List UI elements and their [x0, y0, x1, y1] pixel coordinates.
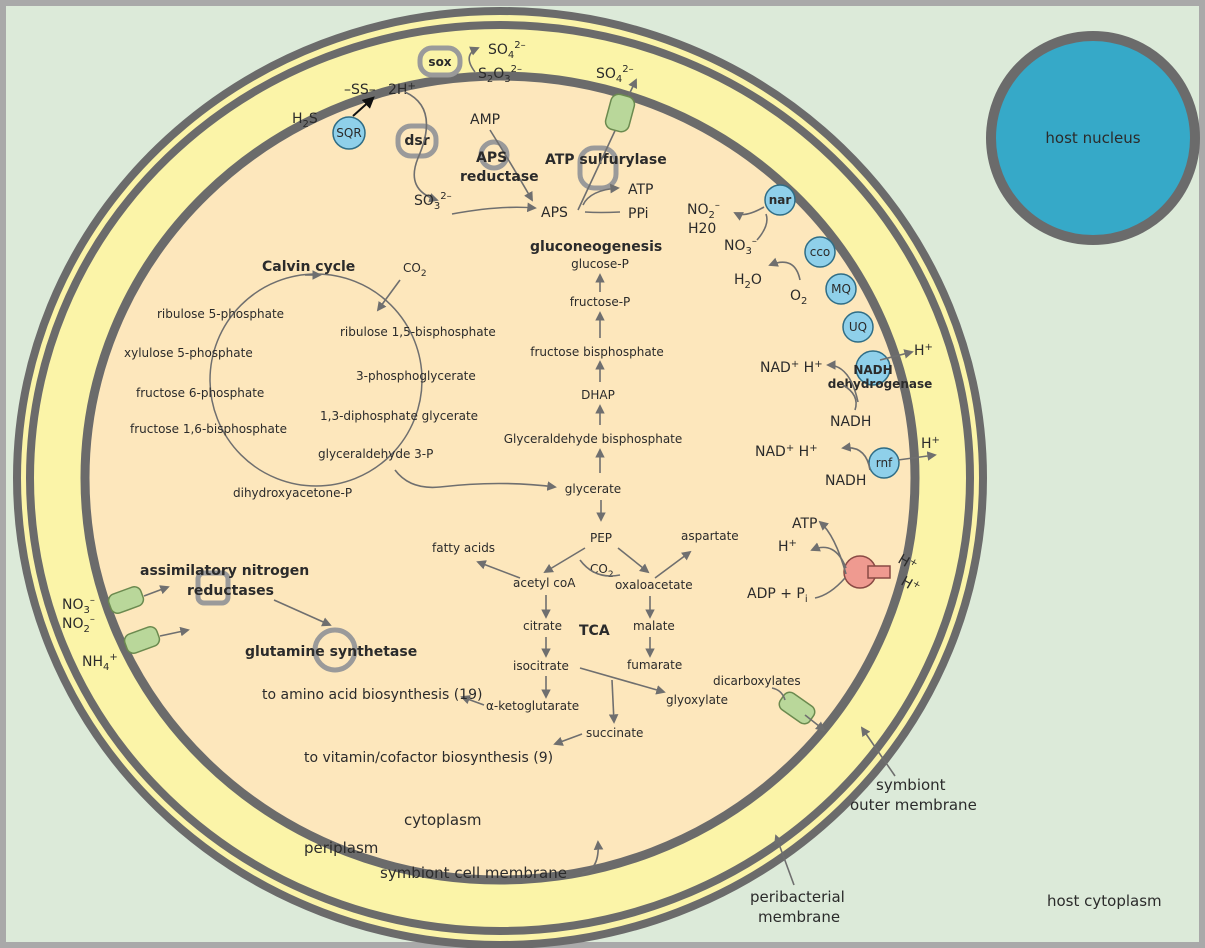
- tca-title: TCA: [579, 623, 610, 639]
- aspartate-label: aspartate: [681, 529, 739, 543]
- adp-pi-label: ADP + Pi: [747, 586, 808, 605]
- sox-enzyme: [417, 45, 463, 78]
- succinate-label: succinate: [586, 726, 643, 740]
- uq-label: UQ: [849, 320, 867, 334]
- nar-label: nar: [769, 193, 792, 207]
- nitrate-transporter: [107, 586, 145, 614]
- nh4-label: NH4+: [82, 652, 118, 673]
- dsr-enzyme: [395, 123, 439, 159]
- acetyl-coa-label: acetyl coA: [513, 576, 576, 590]
- nar-enzyme: [764, 184, 796, 216]
- reductases-label-1: assimilatory nitrogen: [140, 563, 309, 579]
- cell-membrane-label: symbiont cell membrane: [380, 864, 567, 882]
- nadh-1-label: NADH: [830, 414, 871, 430]
- h2o-top-label: H20: [688, 221, 716, 237]
- periplasm-label: periplasm: [304, 839, 378, 857]
- sulfate-transporter: [604, 93, 636, 133]
- sox-label: sox: [428, 55, 451, 69]
- host-nucleus: [986, 31, 1200, 245]
- peribacterial-label-2: membrane: [758, 908, 840, 926]
- pep-label: PEP: [590, 531, 612, 545]
- cco-label: cco: [810, 245, 831, 259]
- calvin-item-3: 3-phosphoglycerate: [356, 369, 476, 383]
- atp-resp-label: ATP: [792, 516, 817, 532]
- calvin-item-5: 1,3-diphosphate glycerate: [320, 409, 478, 423]
- mq-label: MQ: [831, 282, 851, 296]
- outer-membrane-label-1: symbiont: [876, 776, 946, 794]
- aps-reductase-ring: [478, 139, 510, 171]
- calvin-item-0: ribulose 5-phosphate: [157, 307, 284, 321]
- host-nucleus-label: host nucleus: [1045, 129, 1140, 147]
- mq-enzyme: [825, 273, 857, 305]
- glycerate-label: glycerate: [565, 482, 621, 496]
- dhap-label: DHAP: [581, 388, 615, 402]
- nitrogen-reductase-icon: [195, 570, 231, 606]
- glyoxylate-label: glyoxylate: [666, 693, 728, 707]
- outer-membrane-label-2: outer membrane: [850, 796, 977, 814]
- a-ketoglutarate-label: α-ketoglutarate: [486, 699, 579, 713]
- sqr-label: SQR: [336, 126, 361, 140]
- atp-sulfurylase-ring: [577, 145, 619, 191]
- h2o-label: H2O: [734, 272, 762, 291]
- calvin-item-8: dihydroxyacetone-P: [233, 486, 352, 500]
- isocitrate-label: isocitrate: [513, 659, 569, 673]
- reductases-label-2: reductases: [187, 583, 274, 599]
- aps-label: APS: [541, 205, 568, 221]
- vitamin-label: to vitamin/cofactor biosynthesis (9): [304, 750, 553, 766]
- calvin-item-4: fructose 6-phosphate: [136, 386, 264, 400]
- aps-reductase-label-2: reductase: [460, 169, 539, 185]
- ppi-label: PPi: [628, 206, 648, 222]
- amp-label: AMP: [470, 112, 500, 128]
- fatty-acids-label: fatty acids: [432, 541, 495, 555]
- sqr-enzyme: [332, 116, 366, 150]
- glutamine-synthetase-label: glutamine synthetase: [245, 644, 417, 660]
- cco-enzyme: [804, 236, 836, 268]
- ss-label: –SS–: [344, 82, 376, 98]
- nadh-2-label: NADH: [825, 473, 866, 489]
- cytoplasm-label: cytoplasm: [404, 811, 482, 829]
- ammonium-transporter: [123, 626, 161, 654]
- rnf-label: rnf: [876, 456, 893, 470]
- atp-sulfur-label: ATP: [628, 182, 653, 198]
- nadh-dh-label-1: NADH: [853, 363, 892, 377]
- calvin-item-1: ribulose 1,5-bisphosphate: [340, 325, 496, 339]
- fumarate-label: fumarate: [627, 658, 682, 672]
- nad-h-2-label: NAD+ H+: [755, 443, 818, 460]
- gluconeogenesis-title: gluconeogenesis: [530, 239, 662, 255]
- amino-acid-label: to amino acid biosynthesis (19): [262, 687, 482, 703]
- uq-enzyme: [842, 311, 874, 343]
- calvin-item-6: fructose 1,6-bisphosphate: [130, 422, 287, 436]
- malate-label: malate: [633, 619, 675, 633]
- aps-reductase-label-1: APS: [476, 150, 507, 166]
- calvin-item-2: xylulose 5-phosphate: [124, 346, 253, 360]
- calvin-title: Calvin cycle: [262, 259, 355, 275]
- citrate-label: citrate: [523, 619, 562, 633]
- calvin-co2-label: CO2: [403, 261, 427, 279]
- atp-synthase-stalk: [867, 565, 891, 579]
- h2s-label: H2S: [292, 111, 318, 130]
- nad-h-1-label: NAD+ H+: [760, 359, 823, 376]
- fructose-p-label: fructose-P: [570, 295, 631, 309]
- fructose-bisphosphate-label: fructose bisphosphate: [530, 345, 664, 359]
- dicarboxylates-label: dicarboxylates: [713, 674, 801, 688]
- glyceraldehyde-bisphosphate-label: Glyceraldehyde bisphosphate: [504, 432, 683, 446]
- host-cytoplasm-label: host cytoplasm: [1047, 892, 1162, 910]
- oxaloacetate-label: oxaloacetate: [615, 578, 693, 592]
- glutamine-synthetase-ring: [312, 627, 358, 673]
- peribacterial-label-1: peribacterial: [750, 888, 845, 906]
- glucose-p-label: glucose-P: [571, 257, 629, 271]
- atp-sulfurylase-label: ATP sulfurylase: [545, 152, 667, 168]
- calvin-item-7: glyceraldehyde 3-P: [318, 447, 433, 461]
- nadh-dh-label-2: dehydrogenase: [828, 377, 933, 391]
